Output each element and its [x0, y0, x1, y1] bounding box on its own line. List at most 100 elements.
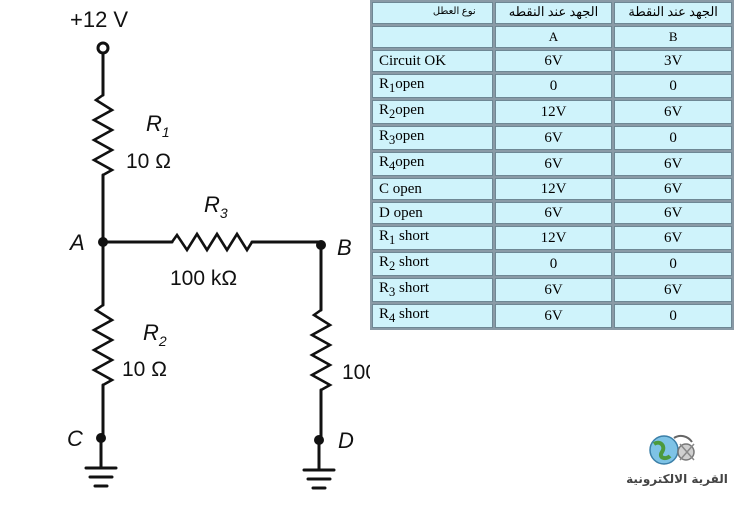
fault-type-cell: R1open	[372, 74, 493, 98]
resistor-r4	[309, 308, 333, 392]
fault-name: Circuit OK	[379, 53, 447, 69]
fault-name: C open	[379, 181, 422, 197]
fault-subscript: 3	[389, 133, 396, 147]
r2-value: 10 Ω	[122, 358, 167, 381]
voltage-a-cell: 6V	[494, 278, 613, 302]
fault-type-cell: R1 short	[372, 226, 493, 250]
voltage-a-cell: 6V	[494, 126, 613, 150]
voltage-b-cell: 0	[614, 126, 732, 150]
voltage-a-cell: 12V	[494, 178, 613, 200]
r2-name: R2	[143, 320, 167, 349]
fault-subscript: 4	[389, 159, 396, 173]
fault-subscript: 2	[389, 259, 396, 273]
fault-suffix: short	[395, 228, 430, 244]
site-logo: القرية الالكترونية	[620, 432, 734, 494]
voltage-a-cell: 0	[494, 252, 613, 276]
resistor-r3	[170, 231, 254, 253]
fault-name: R	[379, 306, 390, 322]
voltage-a-cell: 12V	[494, 100, 613, 124]
ground-symbol-d	[302, 468, 336, 490]
fault-voltage-table: نوع العطل الجهد عند النقطه الجهد عند الن…	[370, 0, 734, 330]
fault-type-cell: R4 short	[372, 304, 493, 328]
fault-suffix: open	[395, 154, 425, 170]
circuit-diagram: +12 V R1 10 Ω A R3 100 kΩ B R2 10 Ω R4 1…	[67, 7, 370, 490]
fault-type-cell: Circuit OK	[372, 50, 493, 72]
logo-text: القرية الالكترونية	[626, 472, 728, 486]
fault-type-cell: R4open	[372, 152, 493, 176]
voltage-a-cell: 0	[494, 74, 613, 98]
fault-subscript: 2	[389, 107, 396, 121]
fault-type-cell: R3 short	[372, 278, 493, 302]
fault-name: R	[379, 102, 390, 118]
fault-name: R	[379, 254, 390, 270]
header-empty-cell	[372, 26, 493, 48]
voltage-b-cell: 6V	[614, 100, 732, 124]
fault-suffix: short	[395, 254, 430, 270]
fault-subscript: 1	[389, 233, 396, 247]
fault-name: R	[379, 280, 390, 296]
node-c-label: C	[67, 426, 83, 451]
fault-name: D open	[379, 205, 423, 221]
voltage-a-cell: 6V	[494, 152, 613, 176]
r1-name: R1	[146, 111, 170, 140]
voltage-a-cell: 12V	[494, 226, 613, 250]
supply-label: +12 V	[70, 7, 128, 32]
globe-satellite-icon	[649, 434, 695, 465]
fault-suffix: open	[395, 128, 425, 144]
fault-subscript: 1	[389, 81, 396, 95]
voltage-b-cell: 0	[614, 304, 732, 328]
voltage-b-cell: 0	[614, 252, 732, 276]
node-b-label: B	[337, 235, 352, 260]
fault-name: R	[379, 128, 390, 144]
voltage-a-cell: 6V	[494, 202, 613, 224]
voltage-b-cell: 0	[614, 74, 732, 98]
fault-suffix: short	[395, 280, 430, 296]
r3-name: R3	[204, 192, 228, 221]
fault-suffix: open	[395, 76, 425, 92]
voltage-b-cell: 6V	[614, 178, 732, 200]
r4-value: 100 kΩ	[342, 361, 370, 384]
fault-name: R	[379, 228, 390, 244]
fault-name: R	[379, 154, 390, 170]
resistor-r1	[91, 93, 115, 177]
voltage-b-cell: 6V	[614, 202, 732, 224]
fault-name: R	[379, 76, 390, 92]
fault-type-cell: R2open	[372, 100, 493, 124]
header-voltage-b: الجهد عند النقطة	[614, 2, 732, 24]
voltage-b-cell: 6V	[614, 226, 732, 250]
fault-type-cell: R2 short	[372, 252, 493, 276]
node-d-label: D	[338, 428, 354, 453]
ground-symbol-c	[84, 466, 118, 488]
r3-value: 100 kΩ	[170, 267, 237, 290]
voltage-b-cell: 6V	[614, 152, 732, 176]
header-point-a: A	[494, 26, 613, 48]
fault-subscript: 3	[389, 285, 396, 299]
voltage-a-cell: 6V	[494, 50, 613, 72]
resistor-r2	[91, 303, 115, 387]
node-a-label: A	[68, 230, 85, 255]
header-point-b: B	[614, 26, 732, 48]
header-fault-type: نوع العطل	[372, 2, 493, 24]
fault-suffix: open	[395, 102, 425, 118]
voltage-b-cell: 3V	[614, 50, 732, 72]
fault-type-cell: D open	[372, 202, 493, 224]
voltage-b-cell: 6V	[614, 278, 732, 302]
voltage-a-cell: 6V	[494, 304, 613, 328]
header-voltage-a: الجهد عند النقطه	[494, 2, 613, 24]
fault-subscript: 4	[389, 311, 396, 325]
fault-type-cell: C open	[372, 178, 493, 200]
fault-suffix: short	[395, 306, 430, 322]
fault-type-cell: R3open	[372, 126, 493, 150]
